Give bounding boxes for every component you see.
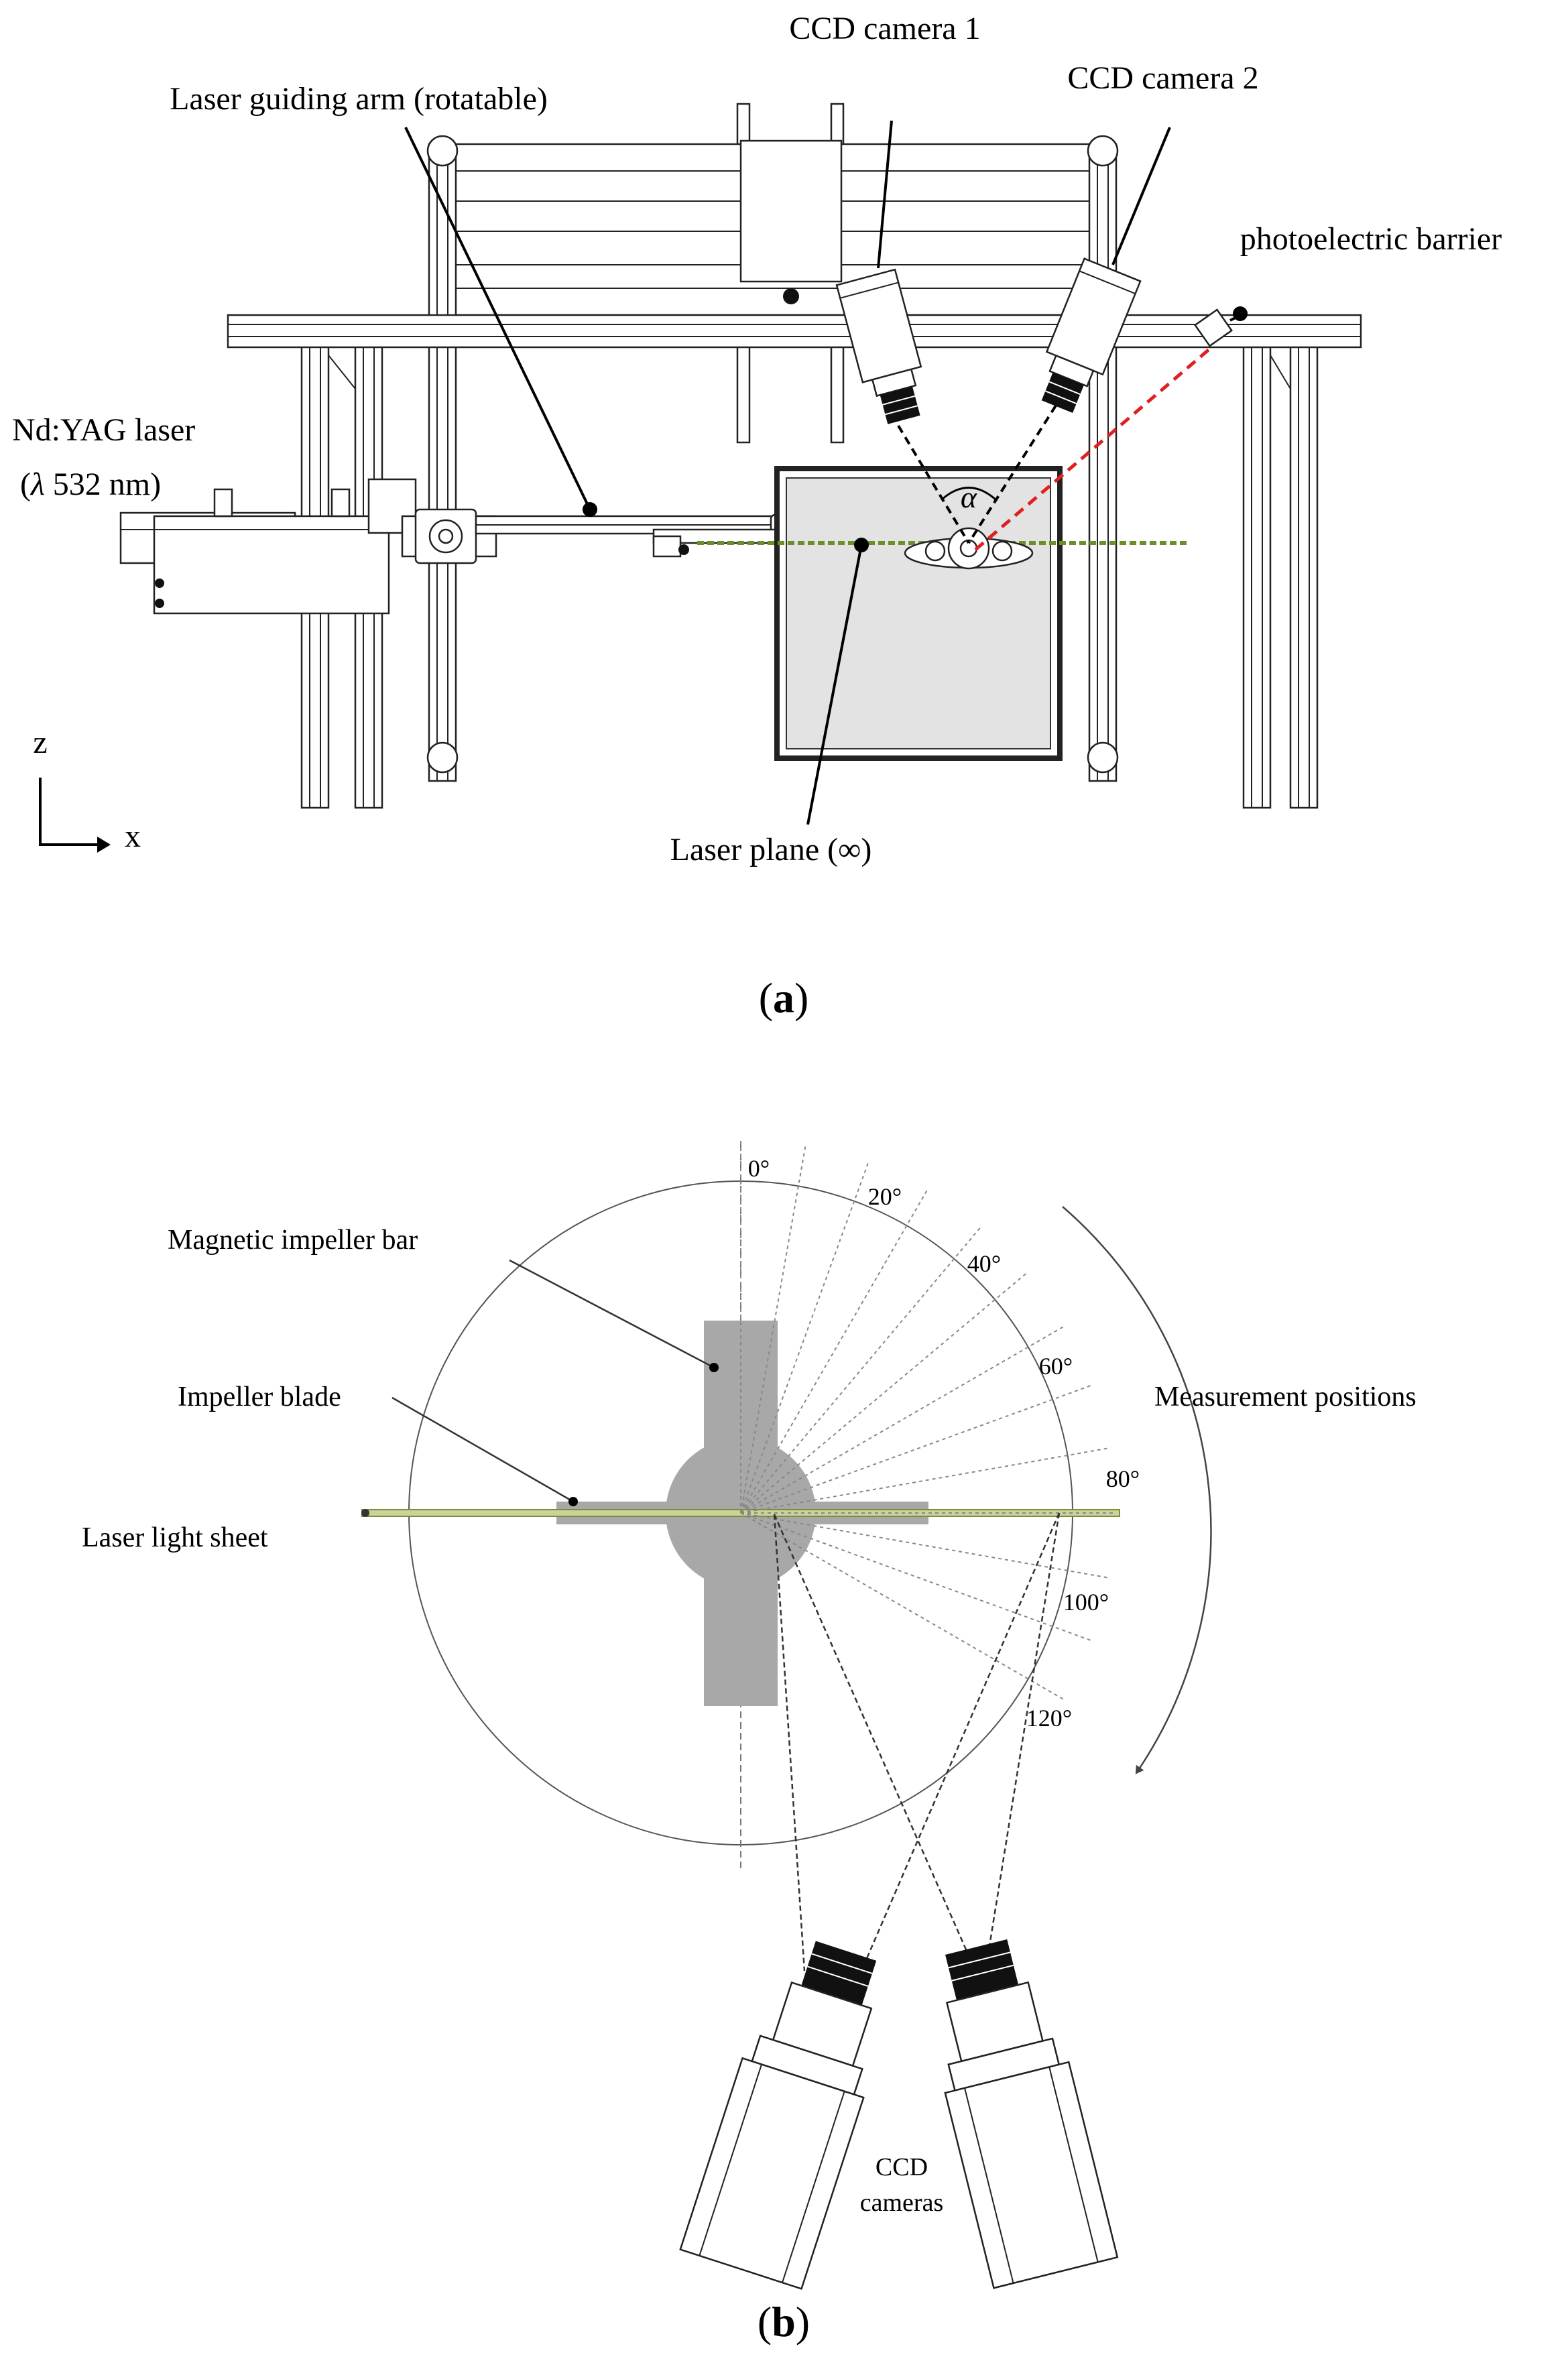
- caption-b-open: (: [758, 2298, 772, 2346]
- camera-view-lines: [897, 404, 1057, 544]
- measurement-angle-line: [740, 1325, 1067, 1514]
- label-laser-wavelength: (λ 532 nm): [20, 467, 161, 502]
- label-alpha: α: [961, 480, 977, 514]
- measurement-angle-line: [740, 1143, 807, 1514]
- label-laser-guiding-arm: Laser guiding arm (rotatable): [170, 81, 548, 117]
- label-axis-z: z: [33, 725, 47, 760]
- horizontal-beam: [227, 314, 1362, 349]
- water-tank: [774, 466, 1063, 761]
- photoelectric-barrier-sensor: [1193, 308, 1233, 347]
- traverse-block: [739, 139, 843, 304]
- label-laser-name: Nd:YAG laser: [12, 412, 195, 448]
- measurement-angle-line: [740, 1160, 870, 1514]
- frame-corner-knobs: [426, 135, 1119, 774]
- measurement-angle-line: [740, 1512, 1094, 1642]
- laser-lambda-value: 532 nm: [45, 467, 150, 502]
- ccd-camera-2: [1041, 257, 1142, 413]
- measurement-angle-line: [740, 1512, 1111, 1579]
- measurement-angle-line: [740, 1187, 929, 1514]
- panel-b-measurement-top-view: Magnetic impeller bar Impeller blade Las…: [82, 1138, 1416, 2346]
- measurement-angle-line: [740, 1384, 1094, 1514]
- impeller-top-view: [904, 527, 1034, 570]
- label-laser-plane: Laser plane (∞): [670, 832, 872, 867]
- caption-b-letter: b: [772, 2298, 796, 2346]
- axis-indicator: [39, 778, 111, 853]
- label-ccd-cameras-line1: CCD: [876, 2153, 928, 2181]
- light-sheet-source-dot: [361, 1509, 369, 1517]
- laser-paren-close: ): [150, 467, 161, 502]
- angle-label: 20°: [868, 1183, 902, 1210]
- laser-paren-open: (: [20, 467, 31, 502]
- angle-label: 0°: [748, 1155, 770, 1182]
- panel-a-leader-lines: [404, 120, 1248, 825]
- caption-a-close: ): [794, 974, 808, 1022]
- label-ccd-camera-1: CCD camera 1: [789, 11, 980, 46]
- label-ccd-cameras-line2: cameras: [860, 2189, 943, 2217]
- laser-lambda-symbol: λ: [29, 467, 45, 502]
- ccd-camera-right: [944, 1939, 1119, 2289]
- angle-label: 40°: [967, 1250, 1001, 1277]
- measurement-angle-line: [740, 1225, 983, 1514]
- label-magnetic-impeller-bar: Magnetic impeller bar: [168, 1225, 418, 1256]
- panel-a-setup-side-view: CCD camera 1 CCD camera 2 Laser guiding …: [12, 11, 1502, 1022]
- measurement-angle-lines: [740, 1138, 1116, 1701]
- angle-label: 120°: [1026, 1705, 1072, 1732]
- caption-a-open: (: [759, 974, 773, 1022]
- label-photoelectric-barrier: photoelectric barrier: [1240, 221, 1502, 257]
- measurement-direction-arrow: [1062, 1206, 1212, 1774]
- ccd-camera-1: [835, 268, 922, 424]
- caption-a: (a): [759, 974, 809, 1022]
- label-ccd-camera-2: CCD camera 2: [1067, 60, 1258, 96]
- caption-b-close: ): [796, 2298, 810, 2346]
- label-impeller-blade: Impeller blade: [178, 1382, 341, 1412]
- caption-a-letter: a: [773, 974, 794, 1022]
- label-axis-x: x: [125, 818, 141, 854]
- camera-view-lines-b: [773, 1512, 1061, 1971]
- measurement-angle-line: [740, 1512, 1067, 1701]
- caption-b: (b): [758, 2298, 810, 2346]
- angle-labels: 0° 20° 40° 60° 80° 100° 120°: [748, 1155, 1140, 1732]
- label-measurement-positions: Measurement positions: [1154, 1382, 1416, 1412]
- angle-label: 80°: [1106, 1465, 1140, 1492]
- label-laser-light-sheet: Laser light sheet: [82, 1522, 268, 1553]
- measurement-angle-line: [740, 1447, 1111, 1514]
- measurement-angle-line: [740, 1271, 1029, 1514]
- angle-label: 100°: [1063, 1589, 1109, 1616]
- ccd-camera-left: [679, 1941, 877, 2290]
- angle-label: 60°: [1039, 1353, 1073, 1380]
- panel-b-leader-lines: [391, 1259, 719, 1506]
- laser-guiding-arm: [414, 508, 792, 564]
